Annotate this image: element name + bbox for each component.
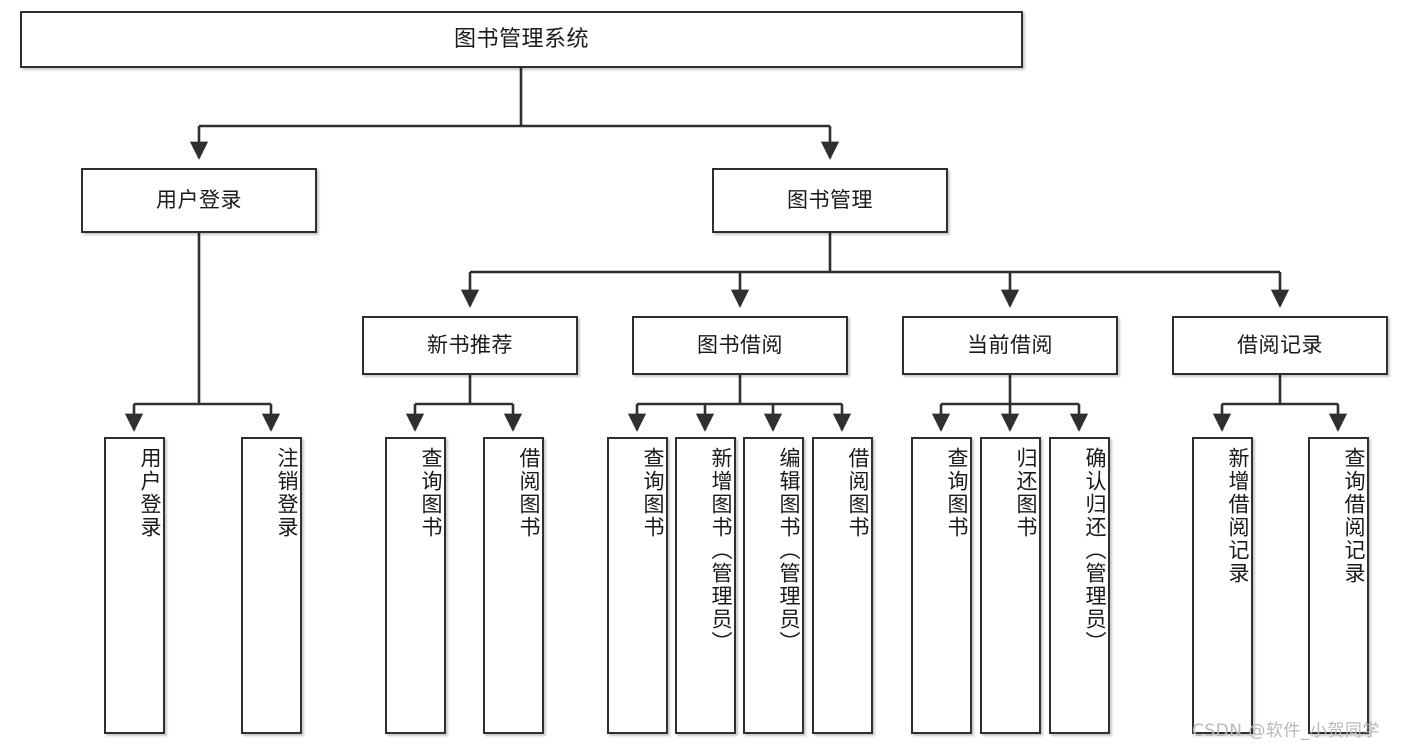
node-leaf-edit-book-label: 编辑图书（管理员）: [777, 447, 801, 654]
node-leaf-query-book-2[interactable]: 查询图书: [607, 437, 668, 734]
node-leaf-query-book-3-label: 查询图书: [945, 447, 969, 539]
node-book-borrow-label: 图书借阅: [697, 333, 783, 358]
node-user-login-label: 用户登录: [156, 188, 242, 213]
node-leaf-query-record[interactable]: 查询借阅记录: [1308, 437, 1369, 734]
node-current-borrow[interactable]: 当前借阅: [902, 316, 1118, 375]
node-leaf-confirm-return-label: 确认归还（管理员）: [1083, 447, 1107, 654]
node-leaf-add-book[interactable]: 新增图书（管理员）: [675, 437, 736, 734]
node-current-borrow-label: 当前借阅: [967, 333, 1053, 358]
node-leaf-add-record-label: 新增借阅记录: [1226, 447, 1250, 585]
node-leaf-user-login-label: 用户登录: [138, 447, 162, 539]
node-leaf-borrow-book-2-label: 借阅图书: [846, 447, 870, 539]
node-user-login[interactable]: 用户登录: [81, 168, 317, 233]
node-leaf-borrow-book-2[interactable]: 借阅图书: [812, 437, 873, 734]
node-leaf-return-book-label: 归还图书: [1014, 447, 1038, 539]
node-leaf-confirm-return[interactable]: 确认归还（管理员）: [1049, 437, 1110, 734]
node-book-management[interactable]: 图书管理: [712, 168, 948, 233]
node-leaf-add-record[interactable]: 新增借阅记录: [1192, 437, 1253, 734]
node-leaf-add-book-label: 新增图书（管理员）: [709, 447, 733, 654]
node-leaf-query-book-1-label: 查询图书: [419, 447, 443, 539]
node-new-book-recommend[interactable]: 新书推荐: [362, 316, 578, 375]
node-book-borrow[interactable]: 图书借阅: [632, 316, 848, 375]
node-leaf-borrow-book-1[interactable]: 借阅图书: [483, 437, 544, 734]
node-root[interactable]: 图书管理系统: [20, 11, 1023, 68]
node-leaf-edit-book[interactable]: 编辑图书（管理员）: [743, 437, 804, 734]
node-borrow-record-label: 借阅记录: [1237, 333, 1323, 358]
node-leaf-query-book-3[interactable]: 查询图书: [911, 437, 972, 734]
node-leaf-query-record-label: 查询借阅记录: [1342, 447, 1366, 585]
csdn-watermark: CSDN @软件_小贺同学: [1192, 721, 1380, 741]
node-leaf-user-logout-label: 注销登录: [275, 447, 299, 539]
node-book-management-label: 图书管理: [787, 188, 873, 213]
node-root-label: 图书管理系统: [453, 26, 589, 52]
node-leaf-user-login[interactable]: 用户登录: [104, 437, 165, 734]
node-leaf-user-logout[interactable]: 注销登录: [241, 437, 302, 734]
node-borrow-record[interactable]: 借阅记录: [1172, 316, 1388, 375]
node-new-book-recommend-label: 新书推荐: [427, 333, 513, 358]
node-leaf-query-book-2-label: 查询图书: [641, 447, 665, 539]
node-leaf-query-book-1[interactable]: 查询图书: [385, 437, 446, 734]
node-leaf-return-book[interactable]: 归还图书: [980, 437, 1041, 734]
node-leaf-borrow-book-1-label: 借阅图书: [517, 447, 541, 539]
